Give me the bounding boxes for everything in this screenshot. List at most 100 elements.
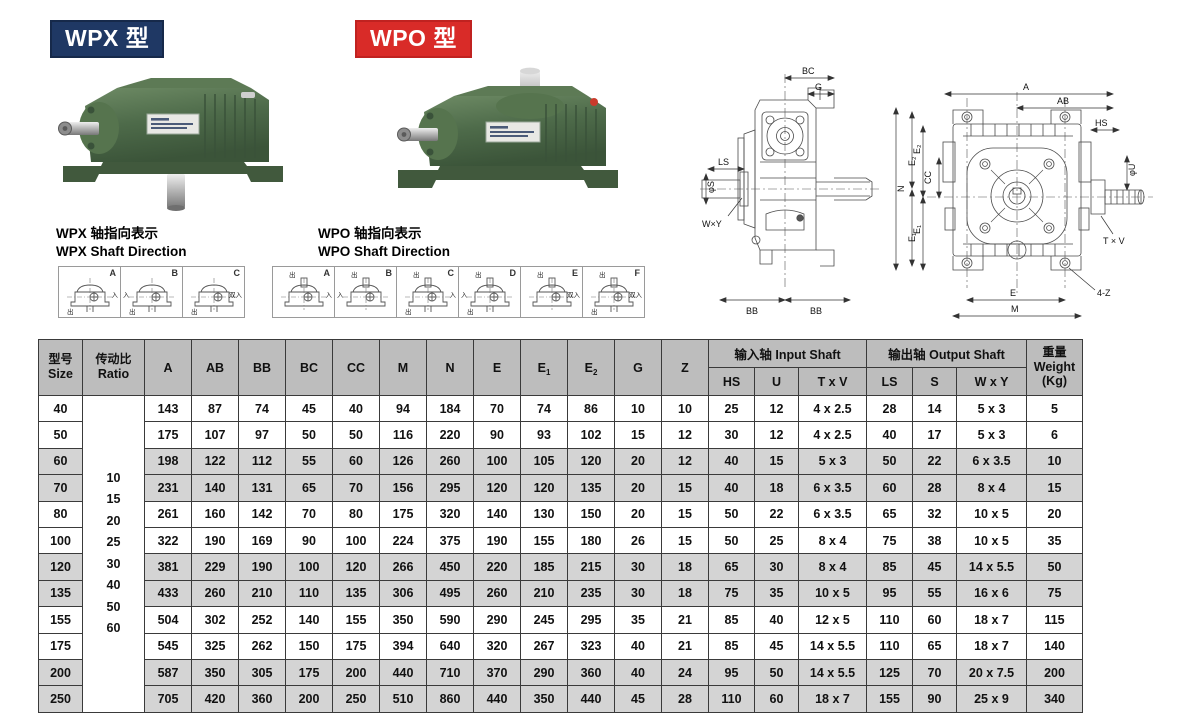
cell-m: 440 (379, 658, 427, 687)
cell-weight: 15 (1026, 474, 1083, 502)
cell-bb: 74 (238, 394, 286, 423)
cell-bc: 200 (285, 685, 333, 713)
cell-g: 20 (614, 447, 662, 476)
header-dim-g: G (614, 339, 662, 396)
cell-a: 231 (144, 474, 192, 502)
cell-u: 50 (754, 658, 799, 687)
cell-txv: 14 x 5.5 (798, 632, 867, 660)
caption-wpx-shaft-direction: WPX 轴指向表示 WPX Shaft Direction (56, 226, 187, 260)
cell-e1: 120 (520, 474, 568, 502)
header-weight-cn: 重量 (1042, 345, 1067, 360)
dim-label-wy: W×Y (702, 219, 722, 229)
cell-bc: 45 (285, 394, 333, 423)
shaft-box-output-top-label: 出 (475, 272, 482, 279)
product-photo-wpx (55, 70, 290, 215)
dim-label-bb-2: BB (810, 306, 822, 316)
ratio-value: 20 (106, 513, 121, 528)
cell-size: 175 (38, 632, 83, 660)
cell-m: 394 (379, 632, 427, 660)
dim-label-ls: LS (718, 157, 729, 167)
ratio-value: 25 (106, 535, 121, 550)
cell-g: 20 (614, 474, 662, 502)
cell-m: 224 (379, 526, 427, 555)
cell-cc: 200 (332, 658, 380, 687)
cell-wxy: 14 x 5.5 (956, 553, 1027, 581)
cell-ls: 110 (866, 632, 913, 660)
header-wxy: W x Y (956, 367, 1027, 396)
dim-label-cc: CC (923, 171, 933, 184)
cell-e: 440 (473, 685, 521, 713)
shaft-box-letter: A (109, 268, 117, 278)
cell-g: 10 (614, 394, 662, 423)
cell-z: 15 (661, 474, 709, 502)
shaft-box-input-label: 双入 (629, 292, 642, 299)
cell-bb: 97 (238, 421, 286, 449)
cell-ab: 160 (191, 500, 239, 528)
cell-bc: 90 (285, 526, 333, 555)
cell-z: 21 (661, 606, 709, 634)
cell-z: 10 (661, 394, 709, 423)
header-txv: T x V (798, 367, 867, 396)
cell-hs: 30 (708, 421, 755, 449)
cell-u: 35 (754, 579, 799, 608)
cell-n: 450 (426, 553, 474, 581)
cell-bc: 100 (285, 553, 333, 581)
header-s: S (912, 367, 957, 396)
cell-e2: 86 (567, 394, 615, 423)
cell-size: 200 (38, 658, 83, 687)
cell-a: 587 (144, 658, 192, 687)
cell-bb: 210 (238, 579, 286, 608)
cell-wxy: 16 x 6 (956, 579, 1027, 608)
cell-z: 12 (661, 447, 709, 476)
dim-label-e2-front: E₂ (907, 156, 917, 166)
cell-bb: 252 (238, 606, 286, 634)
cell-txv: 8 x 4 (798, 553, 867, 581)
cell-weight: 6 (1026, 421, 1083, 449)
specification-table: 型号 Size 传动比 Ratio A AB BB BC CC M N E E1… (38, 339, 1083, 713)
cell-cc: 50 (332, 421, 380, 449)
header-size-cn: 型号 (48, 352, 73, 367)
ratio-value: 60 (106, 621, 121, 636)
cell-e: 70 (473, 394, 521, 423)
cell-size: 135 (38, 579, 83, 608)
dim-label-4z: 4-Z (1097, 288, 1111, 298)
ratio-value: 10 (106, 470, 121, 485)
cell-z: 21 (661, 632, 709, 660)
cell-a: 322 (144, 526, 192, 555)
header-dim-z: Z (661, 339, 709, 396)
cell-ls: 60 (866, 474, 913, 502)
cell-weight: 115 (1026, 606, 1083, 634)
cell-e1: 185 (520, 553, 568, 581)
cell-cc: 60 (332, 447, 380, 476)
shaft-box-output-bottom-label: 出 (191, 309, 198, 316)
cell-ab: 350 (191, 658, 239, 687)
cell-weight: 75 (1026, 579, 1083, 608)
ratio-value: 50 (106, 599, 121, 614)
cell-size: 120 (38, 553, 83, 581)
cell-weight: 340 (1026, 685, 1083, 713)
cell-bc: 65 (285, 474, 333, 502)
header-dim-bb: BB (238, 339, 286, 396)
header-dim-m: M (379, 339, 427, 396)
cell-ls: 75 (866, 526, 913, 555)
cell-s: 28 (912, 474, 957, 502)
cell-s: 70 (912, 658, 957, 687)
cell-a: 175 (144, 421, 192, 449)
badge-wpo: WPO 型 (355, 20, 472, 59)
cell-hs: 85 (708, 606, 755, 634)
cell-n: 495 (426, 579, 474, 608)
shaft-box-letter: D (509, 268, 517, 278)
cell-txv: 14 x 5.5 (798, 658, 867, 687)
